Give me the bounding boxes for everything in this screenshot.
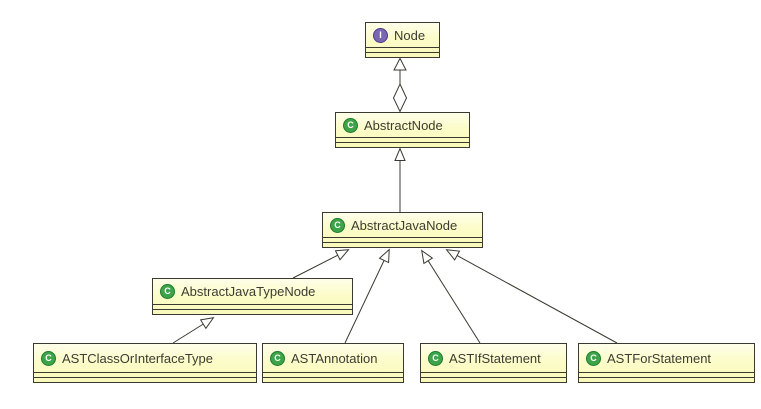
class-title: C AbstractJavaTypeNode — [153, 279, 352, 304]
attributes-compartment — [336, 137, 469, 142]
class-title: C AbstractNode — [336, 113, 469, 137]
attributes-compartment — [323, 237, 482, 242]
class-icon: C — [343, 117, 358, 133]
class-icon: C — [586, 350, 601, 366]
attributes-compartment — [579, 372, 754, 377]
class-name: ASTAnnotation — [291, 350, 378, 366]
class-title: C ASTIfStatement — [421, 344, 566, 372]
edge-astforstatement-extends-abstractjavanode[interactable] — [447, 250, 618, 344]
class-name: ASTClassOrInterfaceType — [62, 350, 213, 366]
class-box-astifstatement[interactable]: C ASTIfStatement — [420, 343, 567, 383]
edge-astclassorinterfacetype-extends-abstractjavatypenode[interactable] — [172, 318, 213, 344]
class-title: C ASTAnnotation — [263, 344, 403, 372]
operations-compartment — [336, 142, 469, 147]
operations-compartment — [323, 242, 482, 247]
operations-compartment — [366, 52, 439, 57]
edge-abstractnode-to-node[interactable] — [392, 57, 408, 113]
operations-compartment — [34, 377, 256, 382]
class-box-node[interactable]: I Node — [365, 22, 440, 58]
class-title: C ASTForStatement — [579, 344, 754, 372]
attributes-compartment — [263, 372, 403, 377]
class-name: Node — [394, 27, 426, 43]
edge-astifstatement-extends-abstractjavanode[interactable] — [422, 251, 481, 344]
class-box-astannotation[interactable]: C ASTAnnotation — [262, 343, 404, 383]
class-name: AbstractNode — [364, 117, 443, 133]
class-name: AbstractJavaNode — [351, 217, 458, 233]
class-box-abstractjavanode[interactable]: C AbstractJavaNode — [322, 212, 483, 248]
class-icon: C — [270, 350, 285, 366]
class-name: ASTIfStatement — [449, 350, 541, 366]
operations-compartment — [153, 309, 352, 314]
class-icon: C — [330, 217, 345, 233]
class-icon: C — [41, 350, 56, 366]
class-title: C ASTClassOrInterfaceType — [34, 344, 256, 372]
attributes-compartment — [34, 372, 256, 377]
aggregation-diamond — [392, 82, 408, 113]
class-title: I Node — [366, 23, 439, 47]
class-icon: C — [428, 350, 443, 366]
class-box-astforstatement[interactable]: C ASTForStatement — [578, 343, 755, 383]
edge-astannotation-extends-abstractjavanode[interactable] — [344, 250, 389, 344]
class-box-astclassorinterfacetype[interactable]: C ASTClassOrInterfaceType — [33, 343, 257, 383]
class-name: AbstractJavaTypeNode — [181, 284, 316, 299]
operations-compartment — [263, 377, 403, 382]
class-title: C AbstractJavaNode — [323, 213, 482, 237]
attributes-compartment — [153, 304, 352, 309]
operations-compartment — [579, 377, 754, 382]
class-icon: C — [160, 284, 175, 299]
interface-icon: I — [373, 27, 388, 43]
generalization-arrowhead — [393, 57, 407, 71]
attributes-compartment — [421, 372, 566, 377]
operations-compartment — [421, 377, 566, 382]
class-name: ASTForStatement — [607, 350, 712, 366]
attributes-compartment — [366, 47, 439, 52]
class-box-abstractnode[interactable]: C AbstractNode — [335, 112, 470, 148]
class-box-abstractjavatypenode[interactable]: C AbstractJavaTypeNode — [152, 278, 353, 315]
edge-abstractjavatypenode-extends-abstractjavanode[interactable] — [292, 250, 348, 279]
